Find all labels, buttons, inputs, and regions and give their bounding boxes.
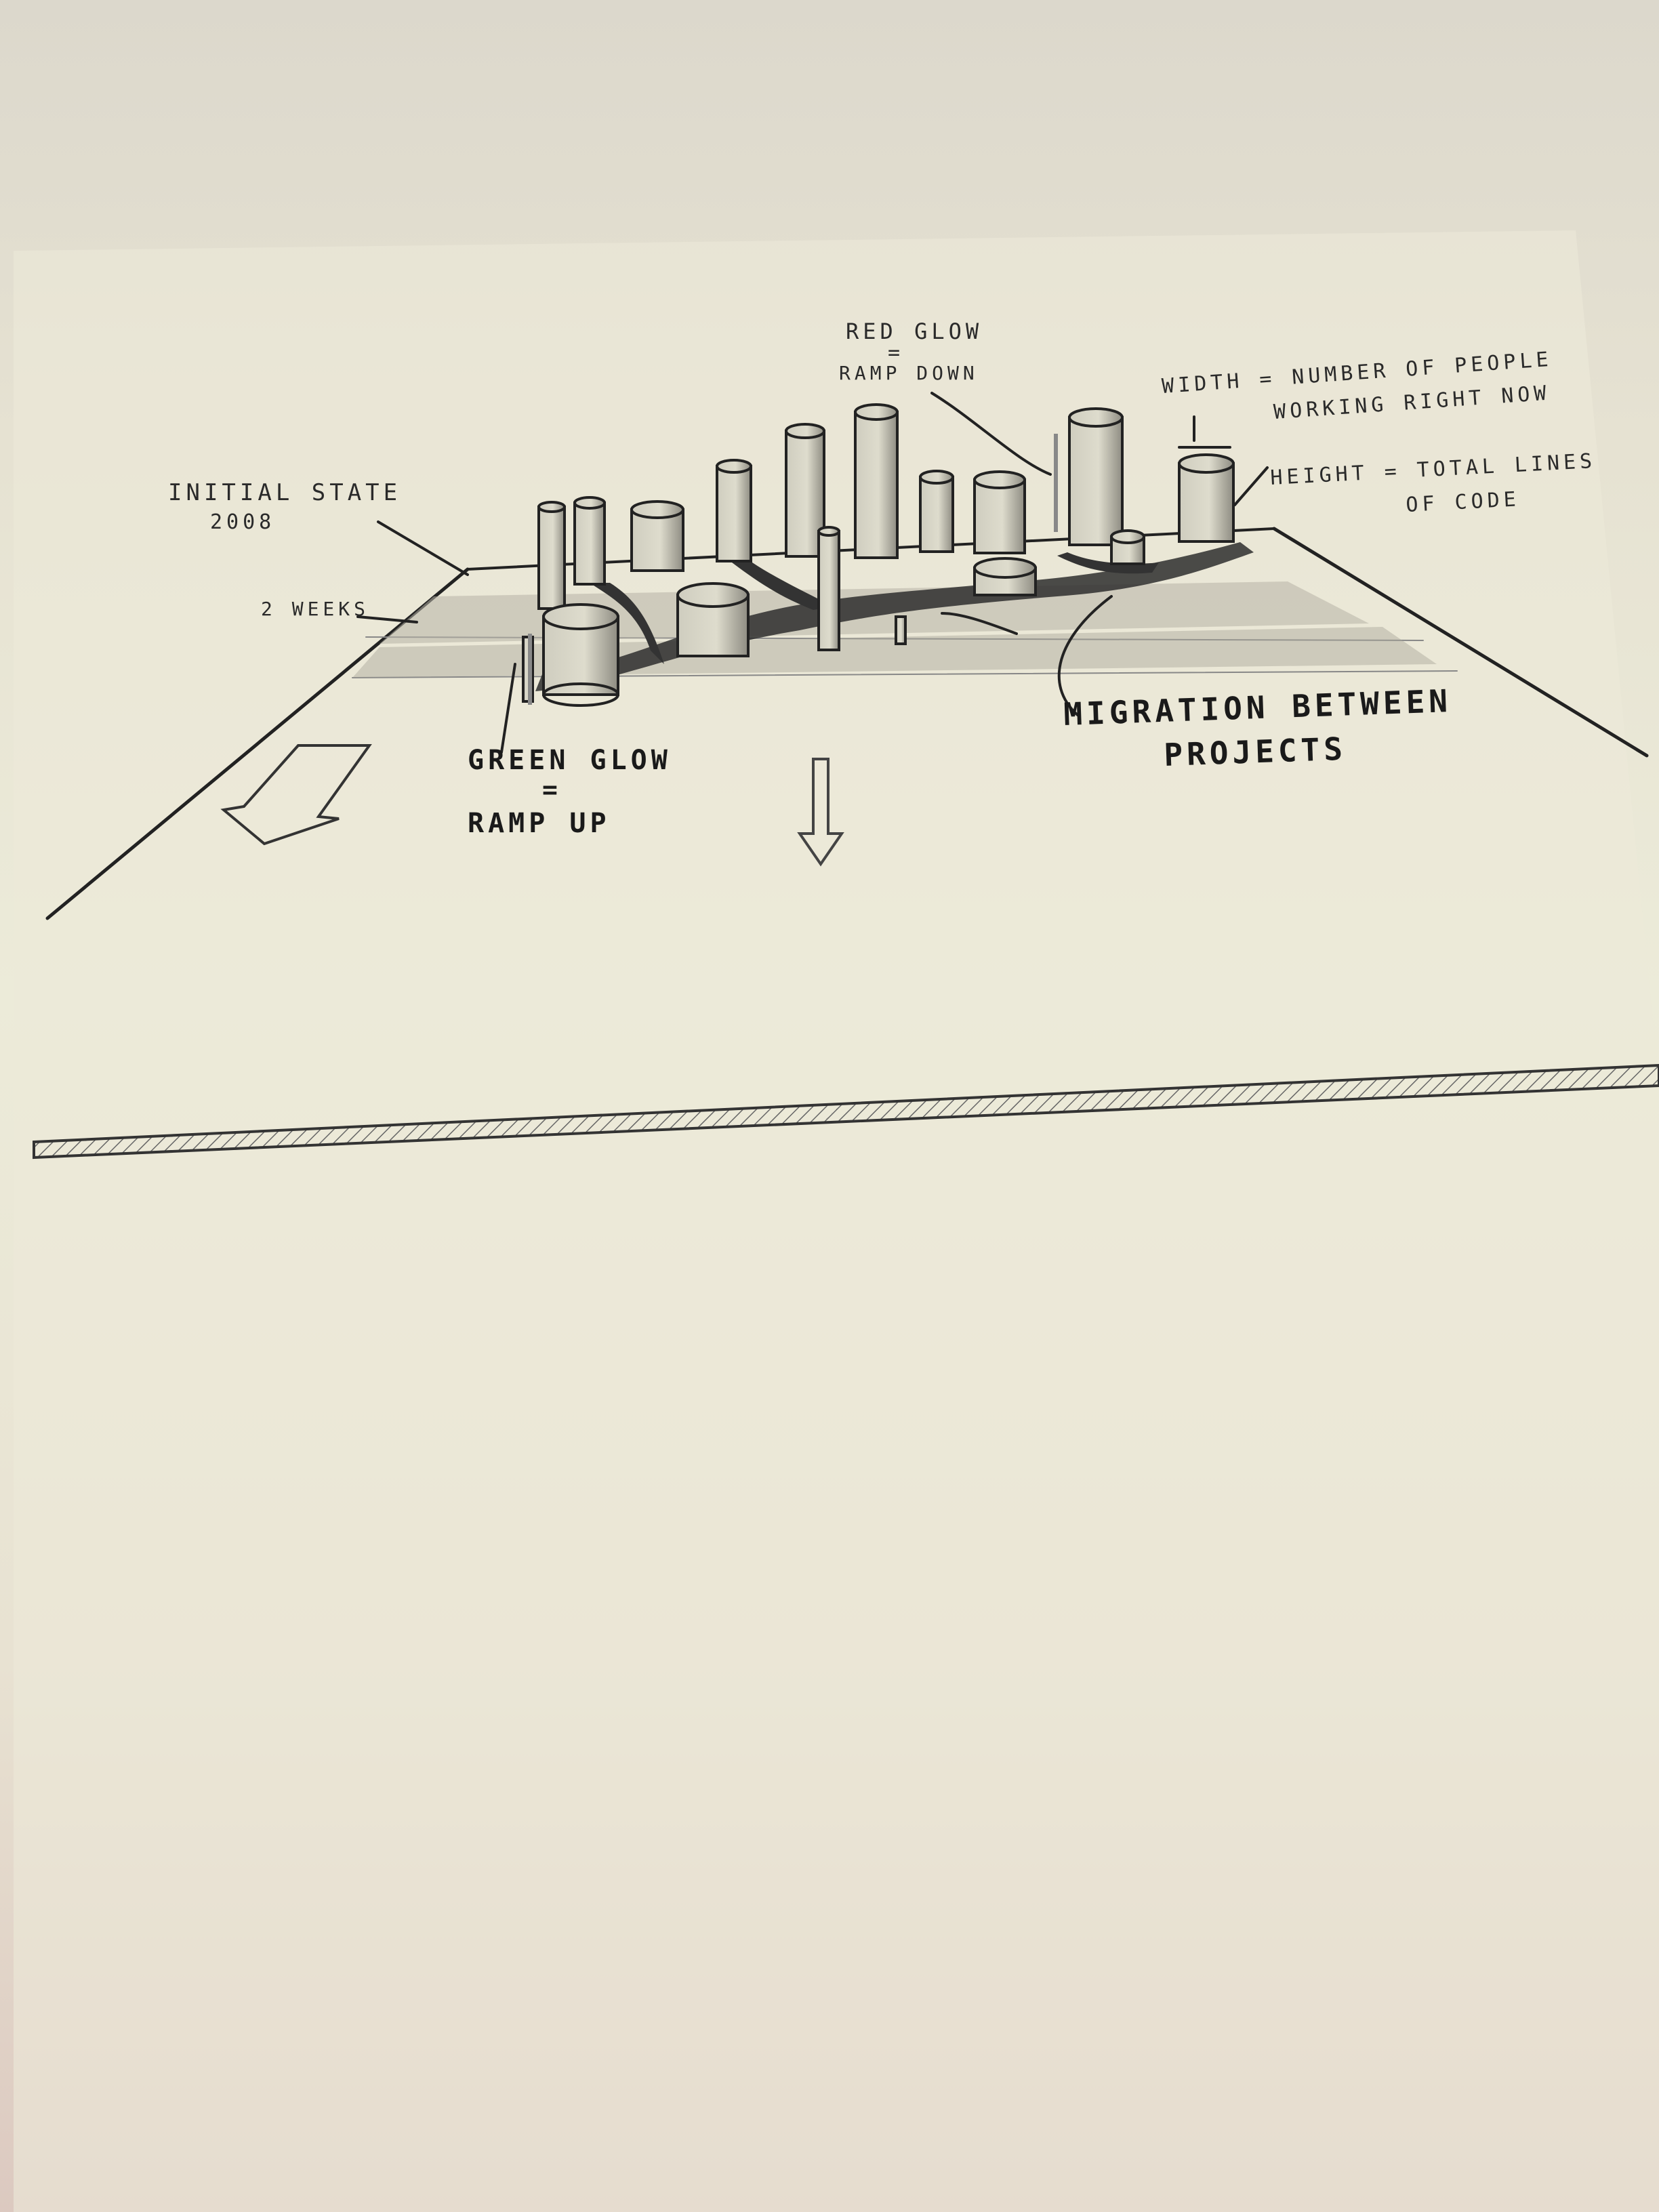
- label-initial-state: INITIAL STATE: [168, 479, 401, 506]
- label-ramp-up: RAMP UP: [468, 808, 611, 839]
- cylinder-10: [1179, 455, 1233, 541]
- cylinder-4: [717, 460, 751, 561]
- cylinder-16: [896, 617, 905, 644]
- cylinder-2: [575, 497, 605, 584]
- cylinder-13: [819, 527, 839, 650]
- label-green-glow: GREEN GLOW: [468, 745, 672, 776]
- label-red-glow-eq: =: [888, 341, 904, 365]
- cylinder-1: [539, 502, 565, 609]
- cylinder-12: [678, 583, 748, 656]
- label-two-weeks: 2 WEEKS: [261, 598, 369, 620]
- label-red-glow: RED GLOW: [846, 319, 983, 344]
- cylinder-15: [1111, 531, 1144, 564]
- label-initial-state-year: 2008: [210, 510, 275, 534]
- cylinder-11: [544, 605, 618, 705]
- cylinder-14: [975, 558, 1036, 595]
- cylinder-8: [975, 472, 1025, 553]
- cylinder-9: [1069, 409, 1122, 545]
- cylinder-6: [855, 405, 897, 558]
- label-ramp-down: RAMP DOWN: [839, 362, 979, 384]
- label-green-glow-eq: =: [542, 775, 562, 804]
- label-migration-2: PROJECTS: [1163, 731, 1347, 773]
- cylinder-7: [920, 471, 953, 552]
- cylinder-3: [632, 501, 683, 571]
